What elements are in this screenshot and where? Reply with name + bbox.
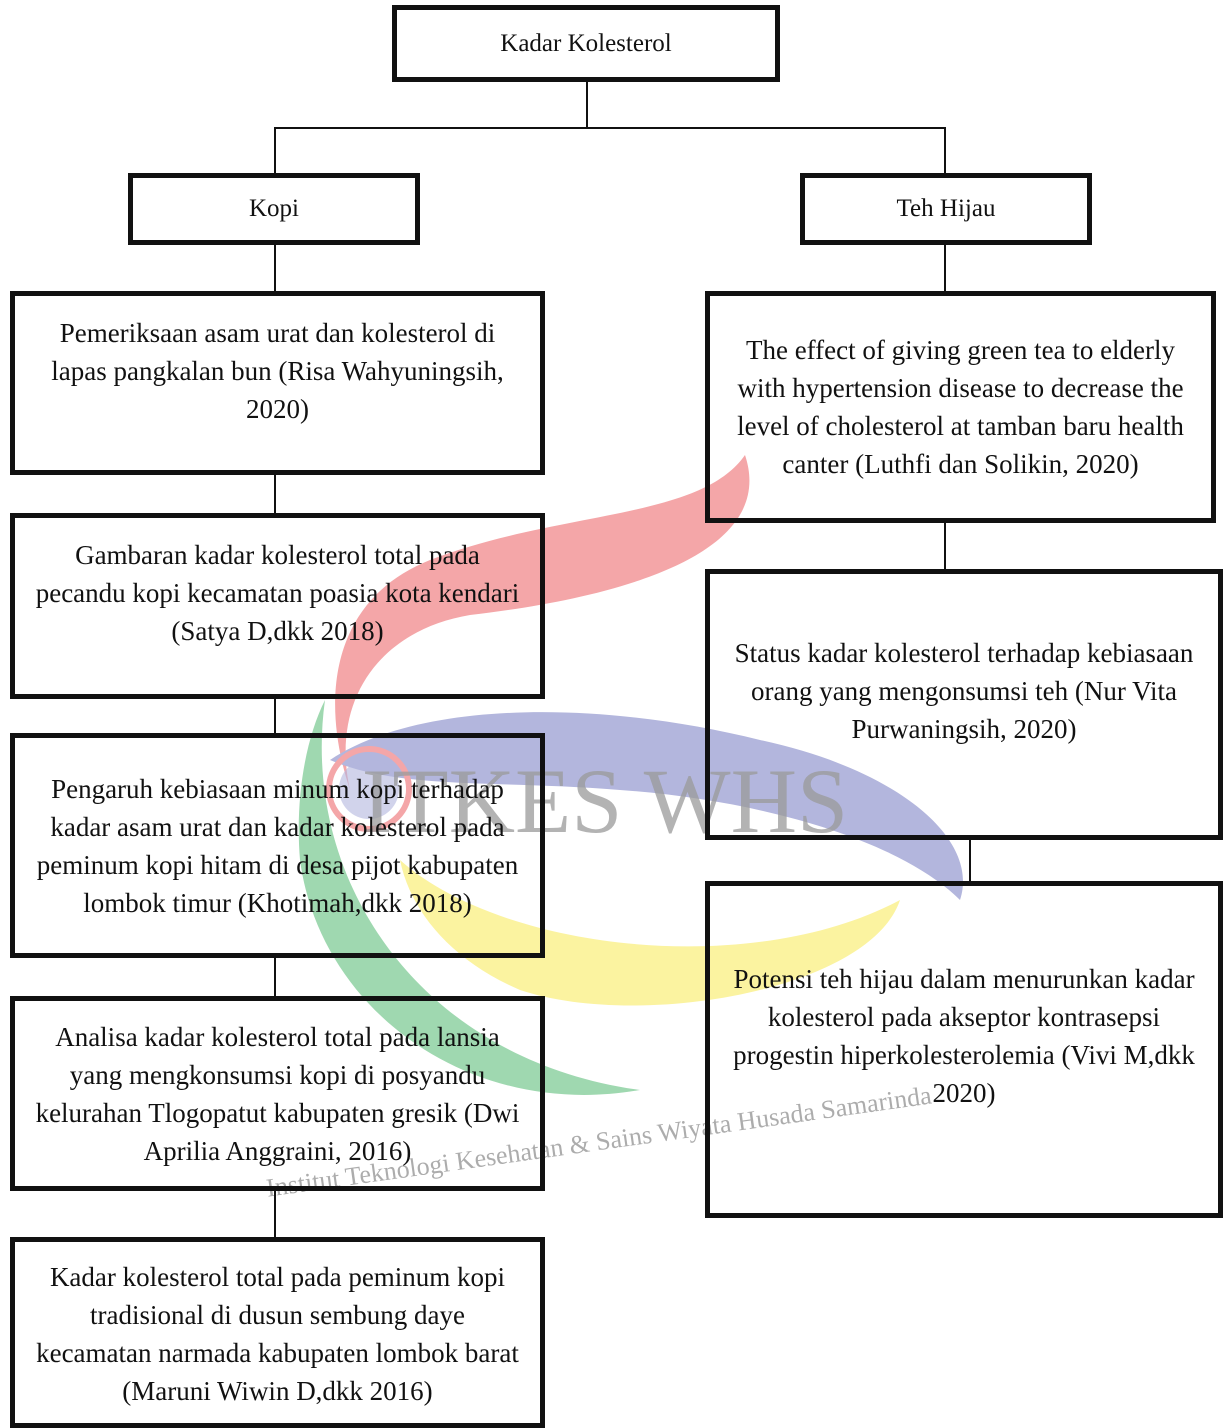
watermark-red-swoosh (335, 455, 750, 790)
kopi-study-5-text: Kadar kolesterol total pada peminum kopi… (36, 1262, 519, 1406)
branch-node-teh-hijau: Teh Hijau (800, 173, 1092, 245)
left-drop (274, 127, 276, 175)
left-connector-2 (274, 473, 276, 515)
teh-study-3: Potensi teh hijau dalam menurunkan kadar… (705, 881, 1223, 1218)
left-connector-1 (274, 243, 276, 293)
right-connector-3 (969, 838, 971, 883)
root-stem (586, 80, 588, 128)
kopi-study-1: Pemeriksaan asam urat dan kolesterol di … (10, 291, 545, 475)
right-connector-2 (944, 521, 946, 571)
teh-study-1-text: The effect of giving green tea to elderl… (737, 335, 1184, 479)
root-node: Kadar Kolesterol (392, 5, 780, 82)
watermark-yellow-swoosh (400, 860, 900, 1006)
kopi-study-4: Analisa kadar kolesterol total pada lans… (10, 996, 545, 1191)
branch-horizontal (274, 127, 945, 129)
kopi-study-3-text: Pengaruh kebiasaan minum kopi terhadap k… (36, 773, 519, 918)
root-label: Kadar Kolesterol (500, 29, 672, 57)
right-connector-1 (944, 243, 946, 293)
left-connector-5 (274, 1189, 276, 1239)
teh-study-2: Status kadar kolesterol terhadap kebiasa… (705, 569, 1223, 840)
branch-node-kopi: Kopi (128, 173, 420, 245)
branch-label-teh-hijau: Teh Hijau (896, 195, 996, 222)
kopi-study-2: Gambaran kadar kolesterol total pada pec… (10, 513, 545, 699)
watermark-ring (326, 746, 412, 832)
teh-study-2-text: Status kadar kolesterol terhadap kebiasa… (734, 638, 1194, 744)
kopi-study-3: Pengaruh kebiasaan minum kopi terhadap k… (10, 733, 545, 958)
left-connector-3 (274, 697, 276, 735)
teh-study-3-text: Potensi teh hijau dalam menurunkan kadar… (733, 964, 1195, 1108)
right-drop (944, 127, 946, 175)
kopi-study-2-text: Gambaran kadar kolesterol total pada pec… (35, 540, 520, 646)
kopi-study-4-text: Analisa kadar kolesterol total pada lans… (35, 1021, 520, 1166)
left-connector-4 (274, 956, 276, 998)
kopi-study-5: Kadar kolesterol total pada peminum kopi… (10, 1237, 545, 1428)
kopi-study-1-text: Pemeriksaan asam urat dan kolesterol di … (51, 318, 504, 424)
watermark-blue-swoosh (330, 712, 964, 900)
teh-study-1: The effect of giving green tea to elderl… (705, 291, 1216, 523)
branch-label-kopi: Kopi (249, 195, 299, 222)
